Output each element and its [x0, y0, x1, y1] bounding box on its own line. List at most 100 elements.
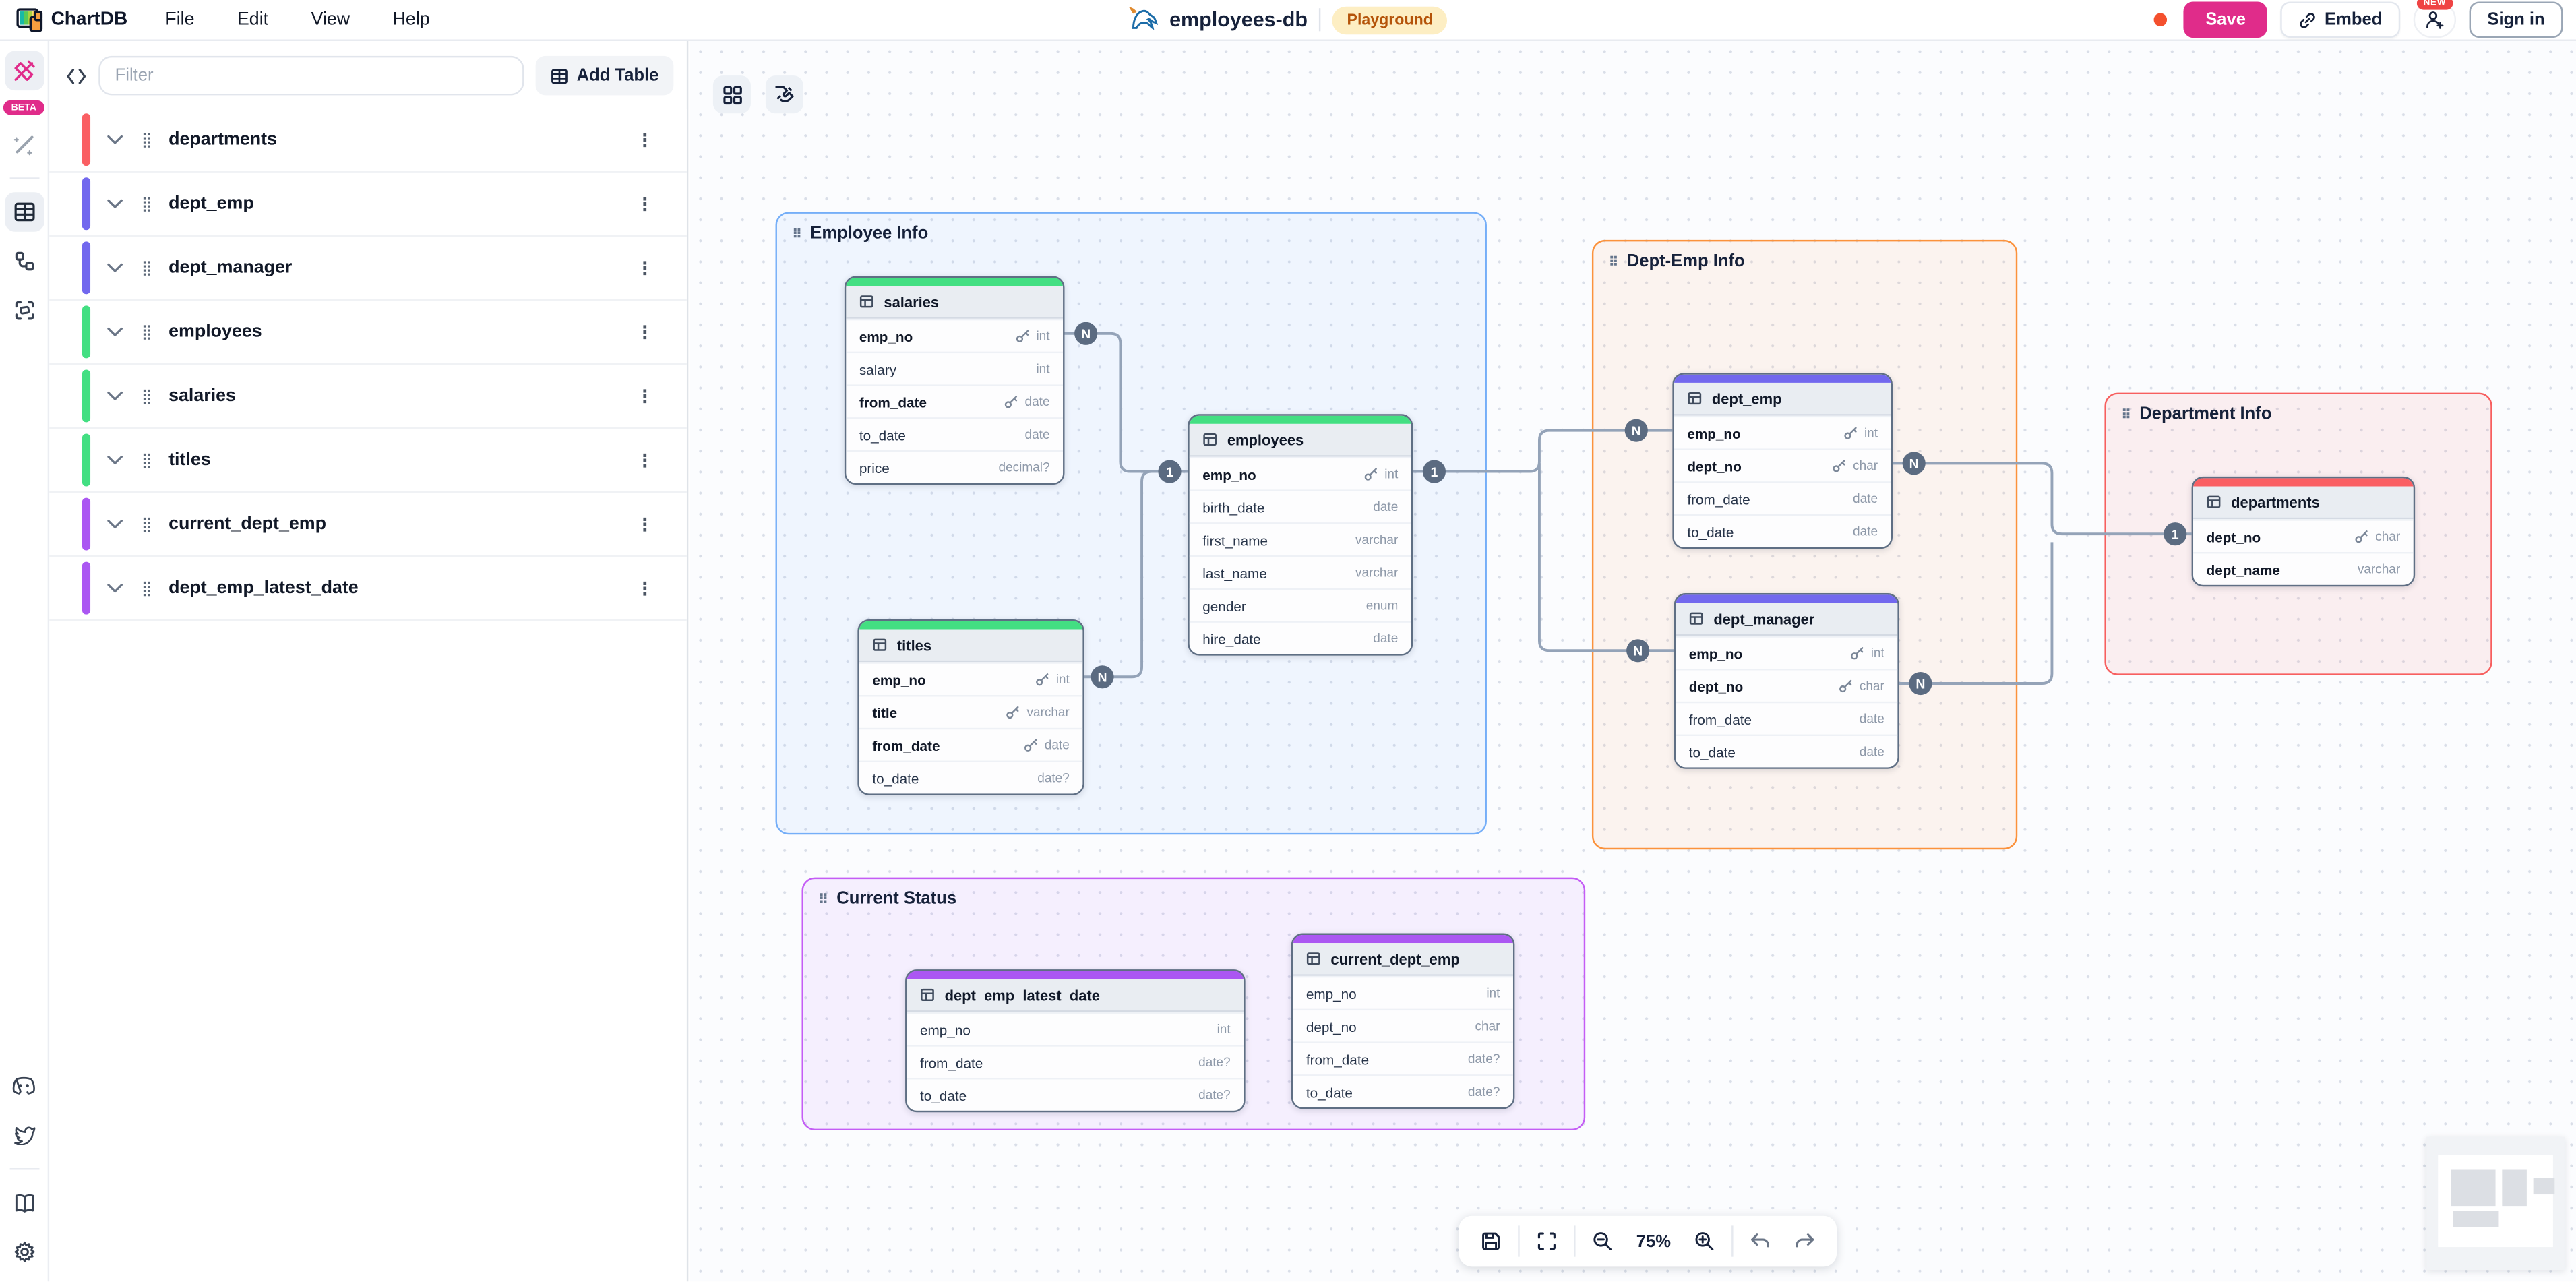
zoom-level[interactable]: 75% — [1636, 1231, 1671, 1252]
area-title: Dept-Emp Info — [1626, 251, 1745, 272]
sidebar-table-row[interactable]: ⣿current_dept_emp⋮ — [49, 493, 687, 557]
table-header[interactable]: salaries — [846, 286, 1064, 319]
table-header[interactable]: employees — [1189, 423, 1411, 457]
primary-key-icon — [1363, 468, 1377, 481]
relationship-line[interactable] — [1899, 542, 2054, 685]
editor-tool-button[interactable] — [4, 51, 44, 91]
sidebar-table-row[interactable]: ⣿titles⋮ — [49, 429, 687, 493]
table-menu-button[interactable]: ⋮ — [636, 387, 654, 407]
relationship-line[interactable] — [1084, 470, 1183, 679]
undo-button[interactable] — [1738, 1219, 1783, 1264]
table-menu-button[interactable]: ⋮ — [636, 515, 654, 535]
minimap[interactable] — [2426, 1136, 2565, 1271]
sidebar-table-row[interactable]: ⣿departments⋮ — [49, 108, 687, 173]
primary-key-icon — [1850, 647, 1863, 660]
chevron-down-icon[interactable] — [106, 583, 123, 593]
field-type: date — [1004, 394, 1050, 409]
primary-key-icon — [1035, 673, 1048, 686]
chevron-down-icon[interactable] — [106, 391, 123, 401]
chevron-down-icon[interactable] — [106, 199, 123, 209]
table-menu-button[interactable]: ⋮ — [636, 130, 654, 151]
redo-button[interactable] — [1783, 1219, 1827, 1264]
chevron-down-icon[interactable] — [106, 327, 123, 337]
menu-edit[interactable]: Edit — [237, 9, 269, 30]
save-button[interactable]: Save — [2184, 1, 2267, 38]
discord-link-button[interactable] — [4, 1066, 44, 1106]
chevron-down-icon[interactable] — [106, 455, 123, 465]
table-header[interactable]: dept_manager — [1676, 603, 1898, 636]
area-drag-handle-icon[interactable]: ⠿ — [818, 891, 828, 907]
drag-handle-icon[interactable]: ⣿ — [141, 258, 152, 276]
table-name: dept_emp_latest_date — [944, 986, 1101, 1004]
drag-handle-icon[interactable]: ⣿ — [141, 387, 152, 404]
relationship-line[interactable] — [1537, 463, 1674, 652]
snap-magnet-button[interactable] — [765, 75, 803, 114]
area-drag-handle-icon[interactable]: ⠿ — [1608, 253, 1618, 269]
sidebar-table-row[interactable]: ⣿employees⋮ — [49, 301, 687, 365]
table-menu-button[interactable]: ⋮ — [636, 322, 654, 343]
sidebar-table-row[interactable]: ⣿dept_emp⋮ — [49, 172, 687, 237]
table-menu-button[interactable]: ⋮ — [636, 194, 654, 215]
settings-button[interactable] — [4, 1232, 44, 1272]
fit-view-button[interactable] — [1525, 1219, 1569, 1264]
sidebar-table-row[interactable]: ⣿dept_emp_latest_date⋮ — [49, 557, 687, 621]
menu-help[interactable]: Help — [392, 9, 430, 30]
table-menu-button[interactable]: ⋮ — [636, 258, 654, 279]
table-menu-button[interactable]: ⋮ — [636, 451, 654, 471]
invite-user-button[interactable]: NEW — [2413, 0, 2457, 38]
diagram-name[interactable]: employees-db — [1169, 8, 1308, 32]
drag-handle-icon[interactable]: ⣿ — [141, 322, 152, 340]
zoom-out-button[interactable] — [1581, 1219, 1625, 1264]
chevron-down-icon[interactable] — [106, 263, 123, 273]
drag-handle-icon[interactable]: ⣿ — [141, 451, 152, 468]
embed-label: Embed — [2325, 9, 2383, 30]
drag-handle-icon[interactable]: ⣿ — [141, 194, 152, 212]
cardinality-badge: 1 — [1158, 460, 1182, 483]
table-header[interactable]: current_dept_emp — [1293, 943, 1513, 976]
zoom-in-button[interactable] — [1682, 1219, 1727, 1264]
menu-file[interactable]: File — [165, 9, 195, 30]
code-view-icon[interactable] — [66, 67, 88, 85]
area-drag-handle-icon[interactable]: ⠿ — [2120, 406, 2131, 422]
tables-panel-button[interactable] — [4, 192, 44, 232]
table-menu-button[interactable]: ⋮ — [636, 579, 654, 599]
menu-view[interactable]: View — [311, 9, 350, 30]
drag-handle-icon[interactable]: ⣿ — [141, 515, 152, 532]
add-table-button[interactable]: Add Table — [535, 55, 674, 96]
chevron-down-icon[interactable] — [106, 519, 123, 529]
relationship-line[interactable] — [1893, 462, 2192, 536]
table-header[interactable]: titles — [859, 629, 1083, 663]
relationship-line[interactable] — [1413, 429, 1673, 473]
embed-button[interactable]: Embed — [2280, 1, 2401, 38]
filter-input[interactable] — [98, 55, 524, 96]
layout-grid-button[interactable] — [712, 75, 751, 114]
area-drag-handle-icon[interactable]: ⠿ — [791, 226, 802, 241]
relationships-panel-button[interactable] — [4, 241, 44, 281]
drag-handle-icon[interactable]: ⣿ — [141, 579, 152, 596]
docs-button[interactable] — [4, 1183, 44, 1223]
areas-panel-button[interactable] — [4, 291, 44, 330]
magic-wand-button[interactable] — [4, 125, 44, 164]
sidebar-table-row[interactable]: ⣿dept_manager⋮ — [49, 237, 687, 301]
table-header[interactable]: dept_emp_latest_date — [907, 979, 1244, 1012]
sign-in-button[interactable]: Sign in — [2469, 1, 2563, 38]
table-header[interactable]: dept_emp — [1674, 382, 1891, 416]
table-header[interactable]: departments — [2193, 486, 2414, 520]
relationship-line[interactable] — [1064, 332, 1188, 473]
table-color-strip — [1674, 374, 1891, 383]
twitter-link-button[interactable] — [4, 1116, 44, 1155]
save-diagram-button[interactable] — [1469, 1219, 1513, 1264]
drag-handle-icon[interactable]: ⣿ — [141, 130, 152, 148]
chevron-down-icon[interactable] — [106, 135, 123, 145]
sidebar-table-row[interactable]: ⣿salaries⋮ — [49, 365, 687, 429]
